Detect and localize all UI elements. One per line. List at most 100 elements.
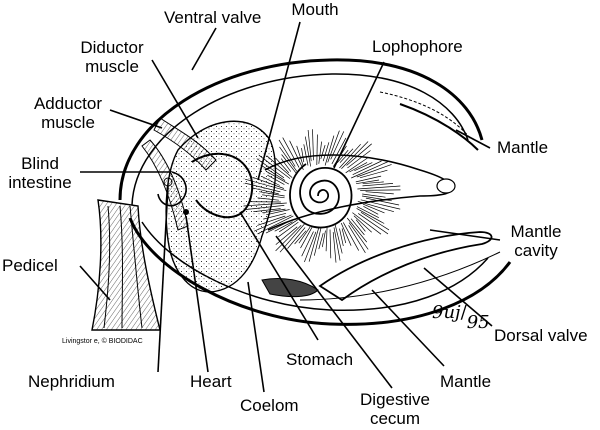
lophophore-filament bbox=[296, 145, 304, 166]
lophophore-filament bbox=[339, 148, 354, 163]
lophophore-filament bbox=[332, 232, 337, 263]
leader-heart bbox=[185, 215, 209, 373]
lophophore-filament bbox=[350, 218, 365, 236]
label-diductor-muscle: Diductor muscle bbox=[66, 38, 158, 76]
body-coelom bbox=[165, 120, 277, 293]
lophophore-filament bbox=[282, 137, 300, 168]
leader-nephridium bbox=[157, 185, 169, 373]
lophophore-spiral bbox=[289, 163, 353, 229]
lophophore-filament bbox=[357, 185, 401, 190]
leader-digestive-cecum bbox=[275, 235, 393, 389]
lophophore-filament bbox=[261, 176, 280, 186]
lophophore-filament bbox=[356, 164, 392, 178]
lophophore-filament bbox=[245, 178, 287, 192]
lophophore-filament bbox=[333, 227, 341, 261]
lophophore-filament bbox=[275, 157, 290, 174]
label-ventral-valve: Ventral valve bbox=[164, 8, 262, 27]
credit-text: Livingstor e, © BIODIDAC bbox=[62, 338, 143, 345]
lophophore-filament bbox=[301, 231, 314, 257]
label-digestive-line2: cecum bbox=[369, 409, 421, 428]
ventral-valve-shell bbox=[118, 58, 484, 201]
lophophore-filament bbox=[312, 129, 314, 161]
leader-diductor bbox=[151, 59, 199, 139]
lophophore-filament bbox=[339, 143, 361, 169]
lophophore-filament bbox=[356, 206, 379, 219]
label-adductor-muscle: Adductor muscle bbox=[20, 94, 116, 132]
lophophore-filament bbox=[331, 137, 347, 165]
lophophore-filament bbox=[321, 230, 326, 248]
signature-part-1: 9uj bbox=[432, 302, 461, 323]
pedicel-stripe-2 bbox=[119, 205, 123, 329]
lophophore-filament bbox=[355, 175, 382, 183]
label-mantle-top: Mantle bbox=[497, 138, 549, 157]
lophophore-filament bbox=[327, 130, 340, 163]
lophophore-filament bbox=[304, 231, 317, 263]
lophophore-filament bbox=[334, 224, 343, 254]
lophophore-filament bbox=[280, 158, 292, 172]
stomach-tube bbox=[191, 152, 254, 219]
lophophore-filament bbox=[351, 160, 390, 179]
lophophore-filament bbox=[245, 205, 285, 210]
lophophore-filament bbox=[355, 219, 366, 232]
leader-adductor bbox=[109, 109, 163, 129]
lophophore-filament bbox=[357, 200, 394, 213]
lophophore-filament bbox=[261, 194, 285, 199]
lophophore-filament bbox=[301, 148, 305, 163]
label-digestive-cecum: Digestive cecum bbox=[350, 390, 440, 428]
lophophore-filament bbox=[360, 199, 401, 210]
lophophore-filament bbox=[289, 140, 304, 170]
lophophore-filament bbox=[348, 222, 369, 250]
label-blind-intestine: Blind intestine bbox=[0, 154, 80, 192]
label-mantle-bottom: Mantle bbox=[440, 372, 492, 391]
lophophore-filament bbox=[365, 191, 394, 195]
lophophore-filament bbox=[278, 221, 299, 238]
lophophore-filament bbox=[244, 182, 281, 193]
mantle-top-fold bbox=[399, 103, 479, 151]
label-coelom: Coelom bbox=[240, 396, 299, 415]
lophophore-filament bbox=[266, 155, 293, 178]
lophophore-filament bbox=[362, 193, 386, 198]
lophophore-filament bbox=[340, 222, 352, 246]
lophophore-filament bbox=[251, 187, 279, 195]
artist-signature: 9uj/95 bbox=[432, 302, 490, 333]
heart-mark bbox=[183, 209, 189, 215]
label-digestive-line1: Digestive bbox=[360, 390, 430, 409]
lophophore-filament bbox=[274, 221, 293, 232]
lophophore-filament bbox=[363, 205, 379, 215]
label-pedicel: Pedicel bbox=[2, 256, 58, 275]
leader-mantle-top bbox=[455, 129, 491, 149]
lophophore-filament bbox=[365, 197, 400, 206]
lophophore-filament bbox=[265, 170, 289, 185]
lophophore-tip bbox=[436, 178, 456, 194]
lophophore-filament bbox=[308, 227, 320, 262]
lophophore-filament bbox=[279, 219, 299, 233]
lophophore-filament bbox=[316, 134, 318, 166]
leader-ventral-valve bbox=[191, 27, 217, 71]
lophophore-filament bbox=[259, 191, 285, 197]
lophophore-filament bbox=[336, 149, 349, 164]
lophophore-filament bbox=[254, 214, 292, 232]
label-nephridium: Nephridium bbox=[28, 372, 115, 391]
lophophore-filament bbox=[257, 215, 286, 226]
leader-stomach bbox=[239, 211, 319, 341]
lophophore-filament bbox=[279, 146, 298, 172]
lophophore-filament bbox=[348, 225, 366, 253]
mantle-lower-line bbox=[299, 251, 501, 301]
label-heart: Heart bbox=[190, 372, 232, 391]
lophophore-filament bbox=[360, 212, 390, 231]
lophophore-filament bbox=[353, 215, 372, 233]
leader-mouth bbox=[257, 21, 301, 181]
lophophore-filament bbox=[345, 157, 368, 174]
label-mantle-cavity: Mantle cavity bbox=[504, 222, 568, 260]
signature-part-2: 95 bbox=[466, 312, 490, 333]
label-mantle-cavity-line1: Mantle bbox=[510, 222, 562, 241]
leader-lophophore bbox=[333, 61, 385, 169]
lophophore-filament bbox=[303, 144, 309, 166]
label-stomach: Stomach bbox=[286, 350, 354, 369]
lophophore-filament bbox=[320, 144, 326, 160]
lophophore-filament bbox=[359, 169, 388, 179]
lophophore-filament bbox=[329, 229, 332, 259]
leader-dorsal-valve bbox=[423, 267, 493, 327]
